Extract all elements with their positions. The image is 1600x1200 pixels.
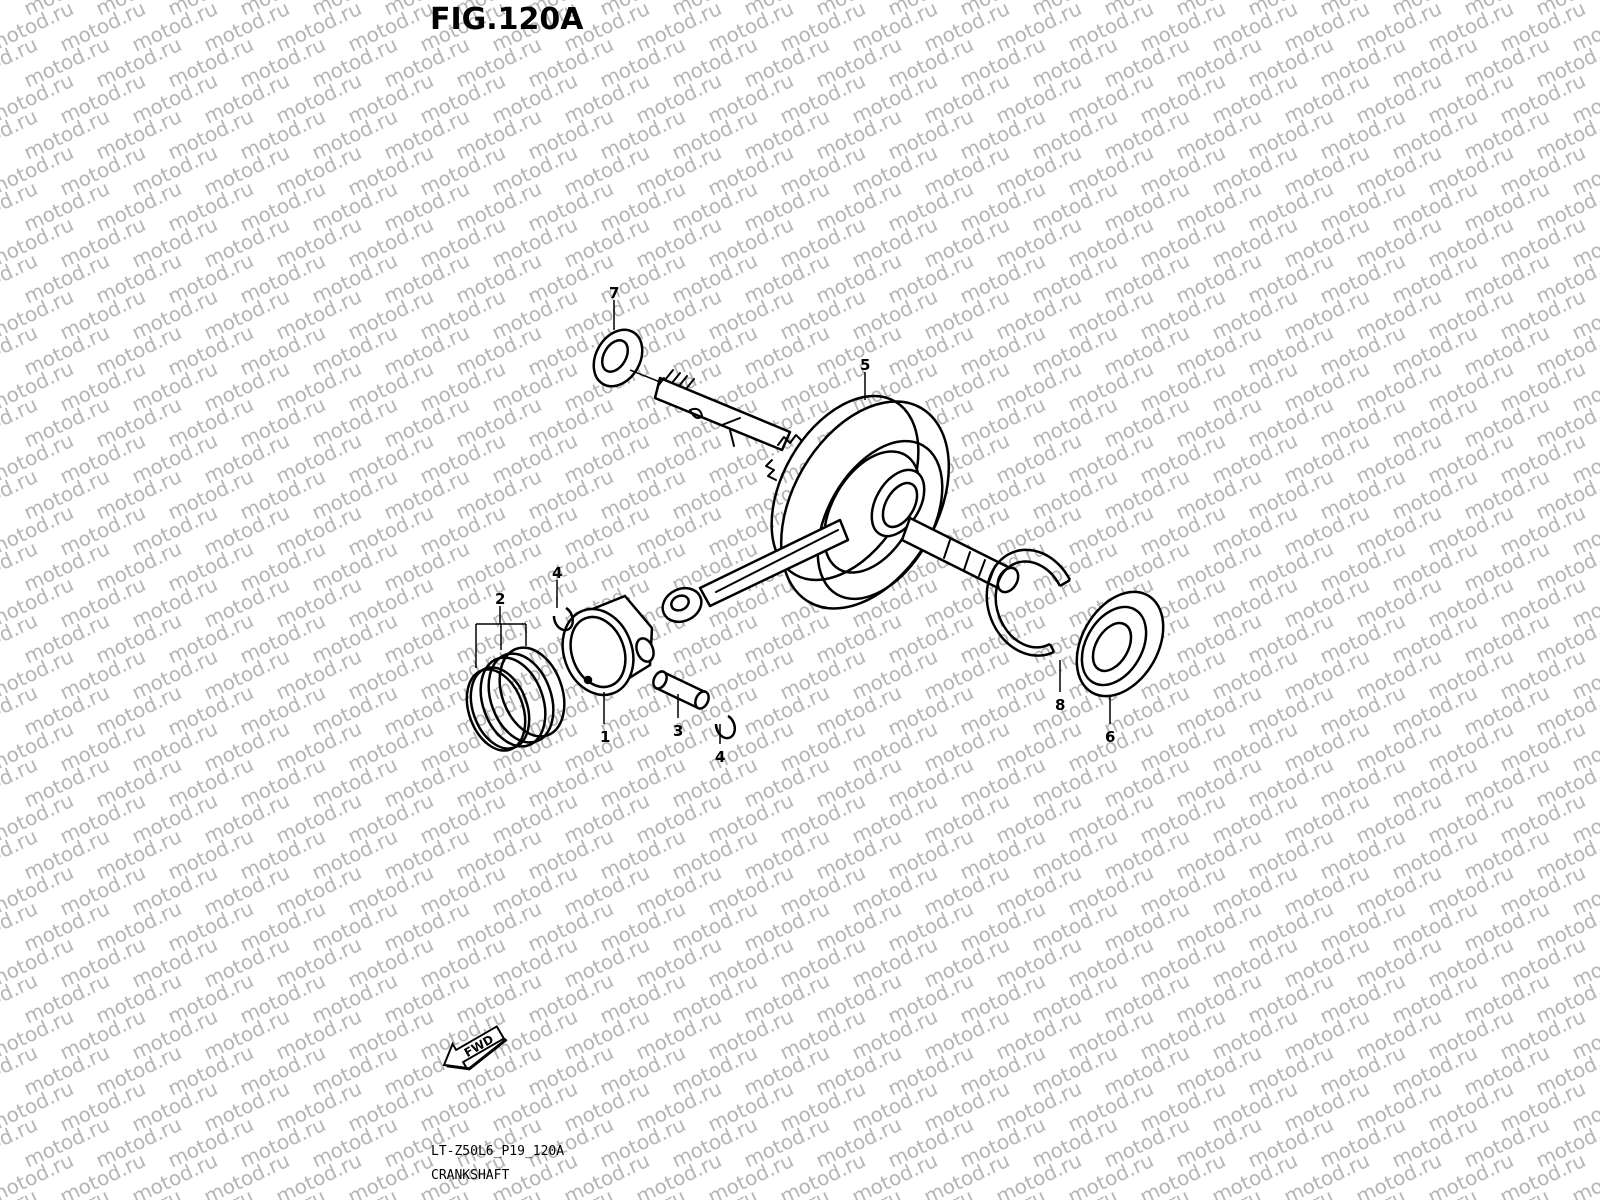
- callout-6: 6: [1105, 728, 1115, 746]
- diagram-name: CRANKSHAFT: [431, 1168, 510, 1183]
- callout-4-upper: 4: [552, 564, 562, 582]
- figure-title: FIG.120A: [430, 2, 584, 37]
- callout-4-lower: 4: [715, 748, 725, 766]
- callout-5: 5: [860, 356, 870, 374]
- diagram-code: LT-Z50L6_P19_120A: [431, 1144, 565, 1159]
- callout-8: 8: [1055, 696, 1065, 714]
- callout-1: 1: [600, 728, 610, 746]
- callout-2: 2: [495, 590, 505, 608]
- callout-7: 7: [609, 284, 619, 302]
- callout-3: 3: [673, 722, 683, 740]
